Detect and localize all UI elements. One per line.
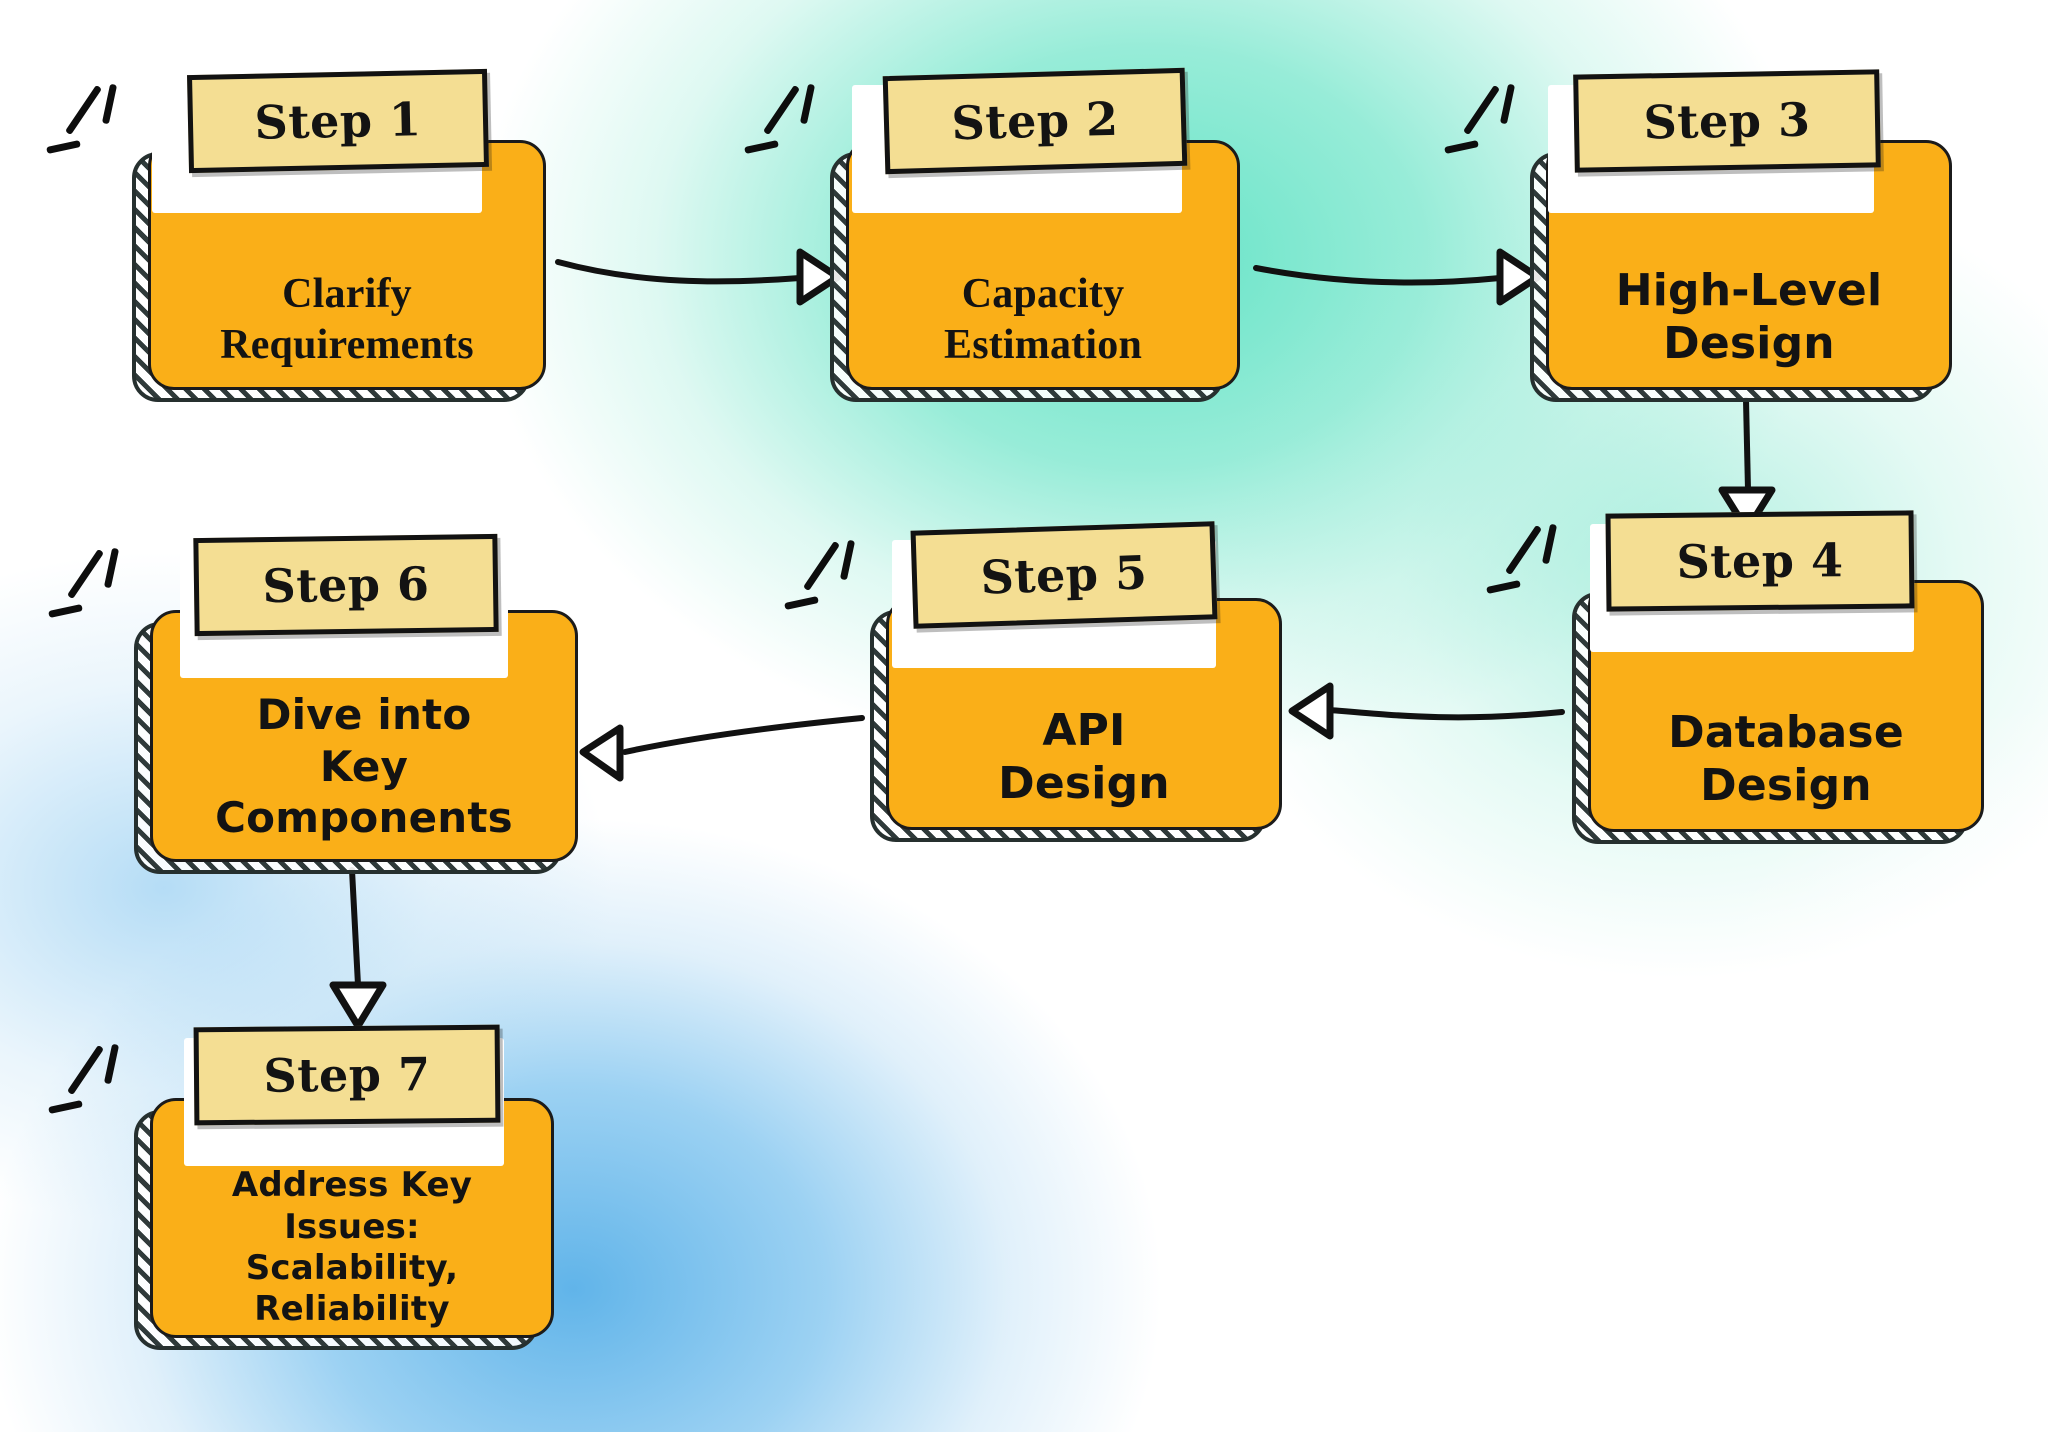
node-step6-tab: Step 6 — [193, 533, 499, 637]
node-step3-tab: Step 3 — [1573, 69, 1881, 173]
node-step4-tab: Step 4 — [1605, 510, 1915, 612]
node-step1-tab: Step 1 — [187, 68, 489, 174]
node-body: Clarify Requirements — [148, 140, 546, 390]
node-step1-tab-label: Step 1 — [253, 92, 423, 150]
node-step7-tab: Step 7 — [193, 1024, 501, 1126]
node-step5-text: API Design — [998, 704, 1170, 810]
node-step6-tab-label: Step 6 — [262, 556, 430, 614]
node-step6[interactable]: Dive into Key Components Step 6 — [48, 533, 578, 874]
node-step2[interactable]: Capacity Estimation Step 2 — [744, 67, 1240, 402]
node-step2-text: Capacity Estimation — [943, 270, 1142, 368]
node-step4[interactable]: Database Design Step 4 — [1486, 510, 1984, 844]
sparkle-icon — [1444, 82, 1534, 168]
node-step2-tab: Step 2 — [882, 67, 1188, 175]
node-step7-text: Address Key Issues: Scalability, Reliabi… — [231, 1165, 473, 1330]
node-step1-text: Clarify Requirements — [220, 270, 474, 368]
sparkle-icon — [46, 82, 136, 168]
sparkle-icon — [784, 538, 874, 624]
node-step4-tab-label: Step 4 — [1676, 533, 1844, 589]
node-step5-tab: Step 5 — [910, 521, 1218, 629]
node-step7-tab-label: Step 7 — [263, 1047, 431, 1103]
sparkle-icon — [744, 82, 834, 168]
node-step5[interactable]: API Design Step 5 — [784, 521, 1282, 842]
node-step3[interactable]: High-Level Design Step 3 — [1444, 69, 1952, 402]
node-step6-text: Dive into Key Components — [215, 690, 513, 842]
sparkle-icon — [48, 1042, 138, 1128]
sparkle-icon — [48, 546, 138, 632]
node-step2-tab-label: Step 2 — [950, 91, 1120, 151]
node-step4-text: Database Design — [1668, 706, 1904, 812]
node-step3-text: High-Level Design — [1615, 264, 1883, 370]
node-step3-tab-label: Step 3 — [1643, 92, 1811, 150]
node-step1[interactable]: Clarify Requirements Step 1 — [46, 68, 546, 402]
sparkle-icon — [1486, 522, 1576, 608]
node-step5-tab-label: Step 5 — [979, 545, 1149, 605]
node-step7[interactable]: Address Key Issues: Scalability, Reliabi… — [48, 1024, 554, 1350]
